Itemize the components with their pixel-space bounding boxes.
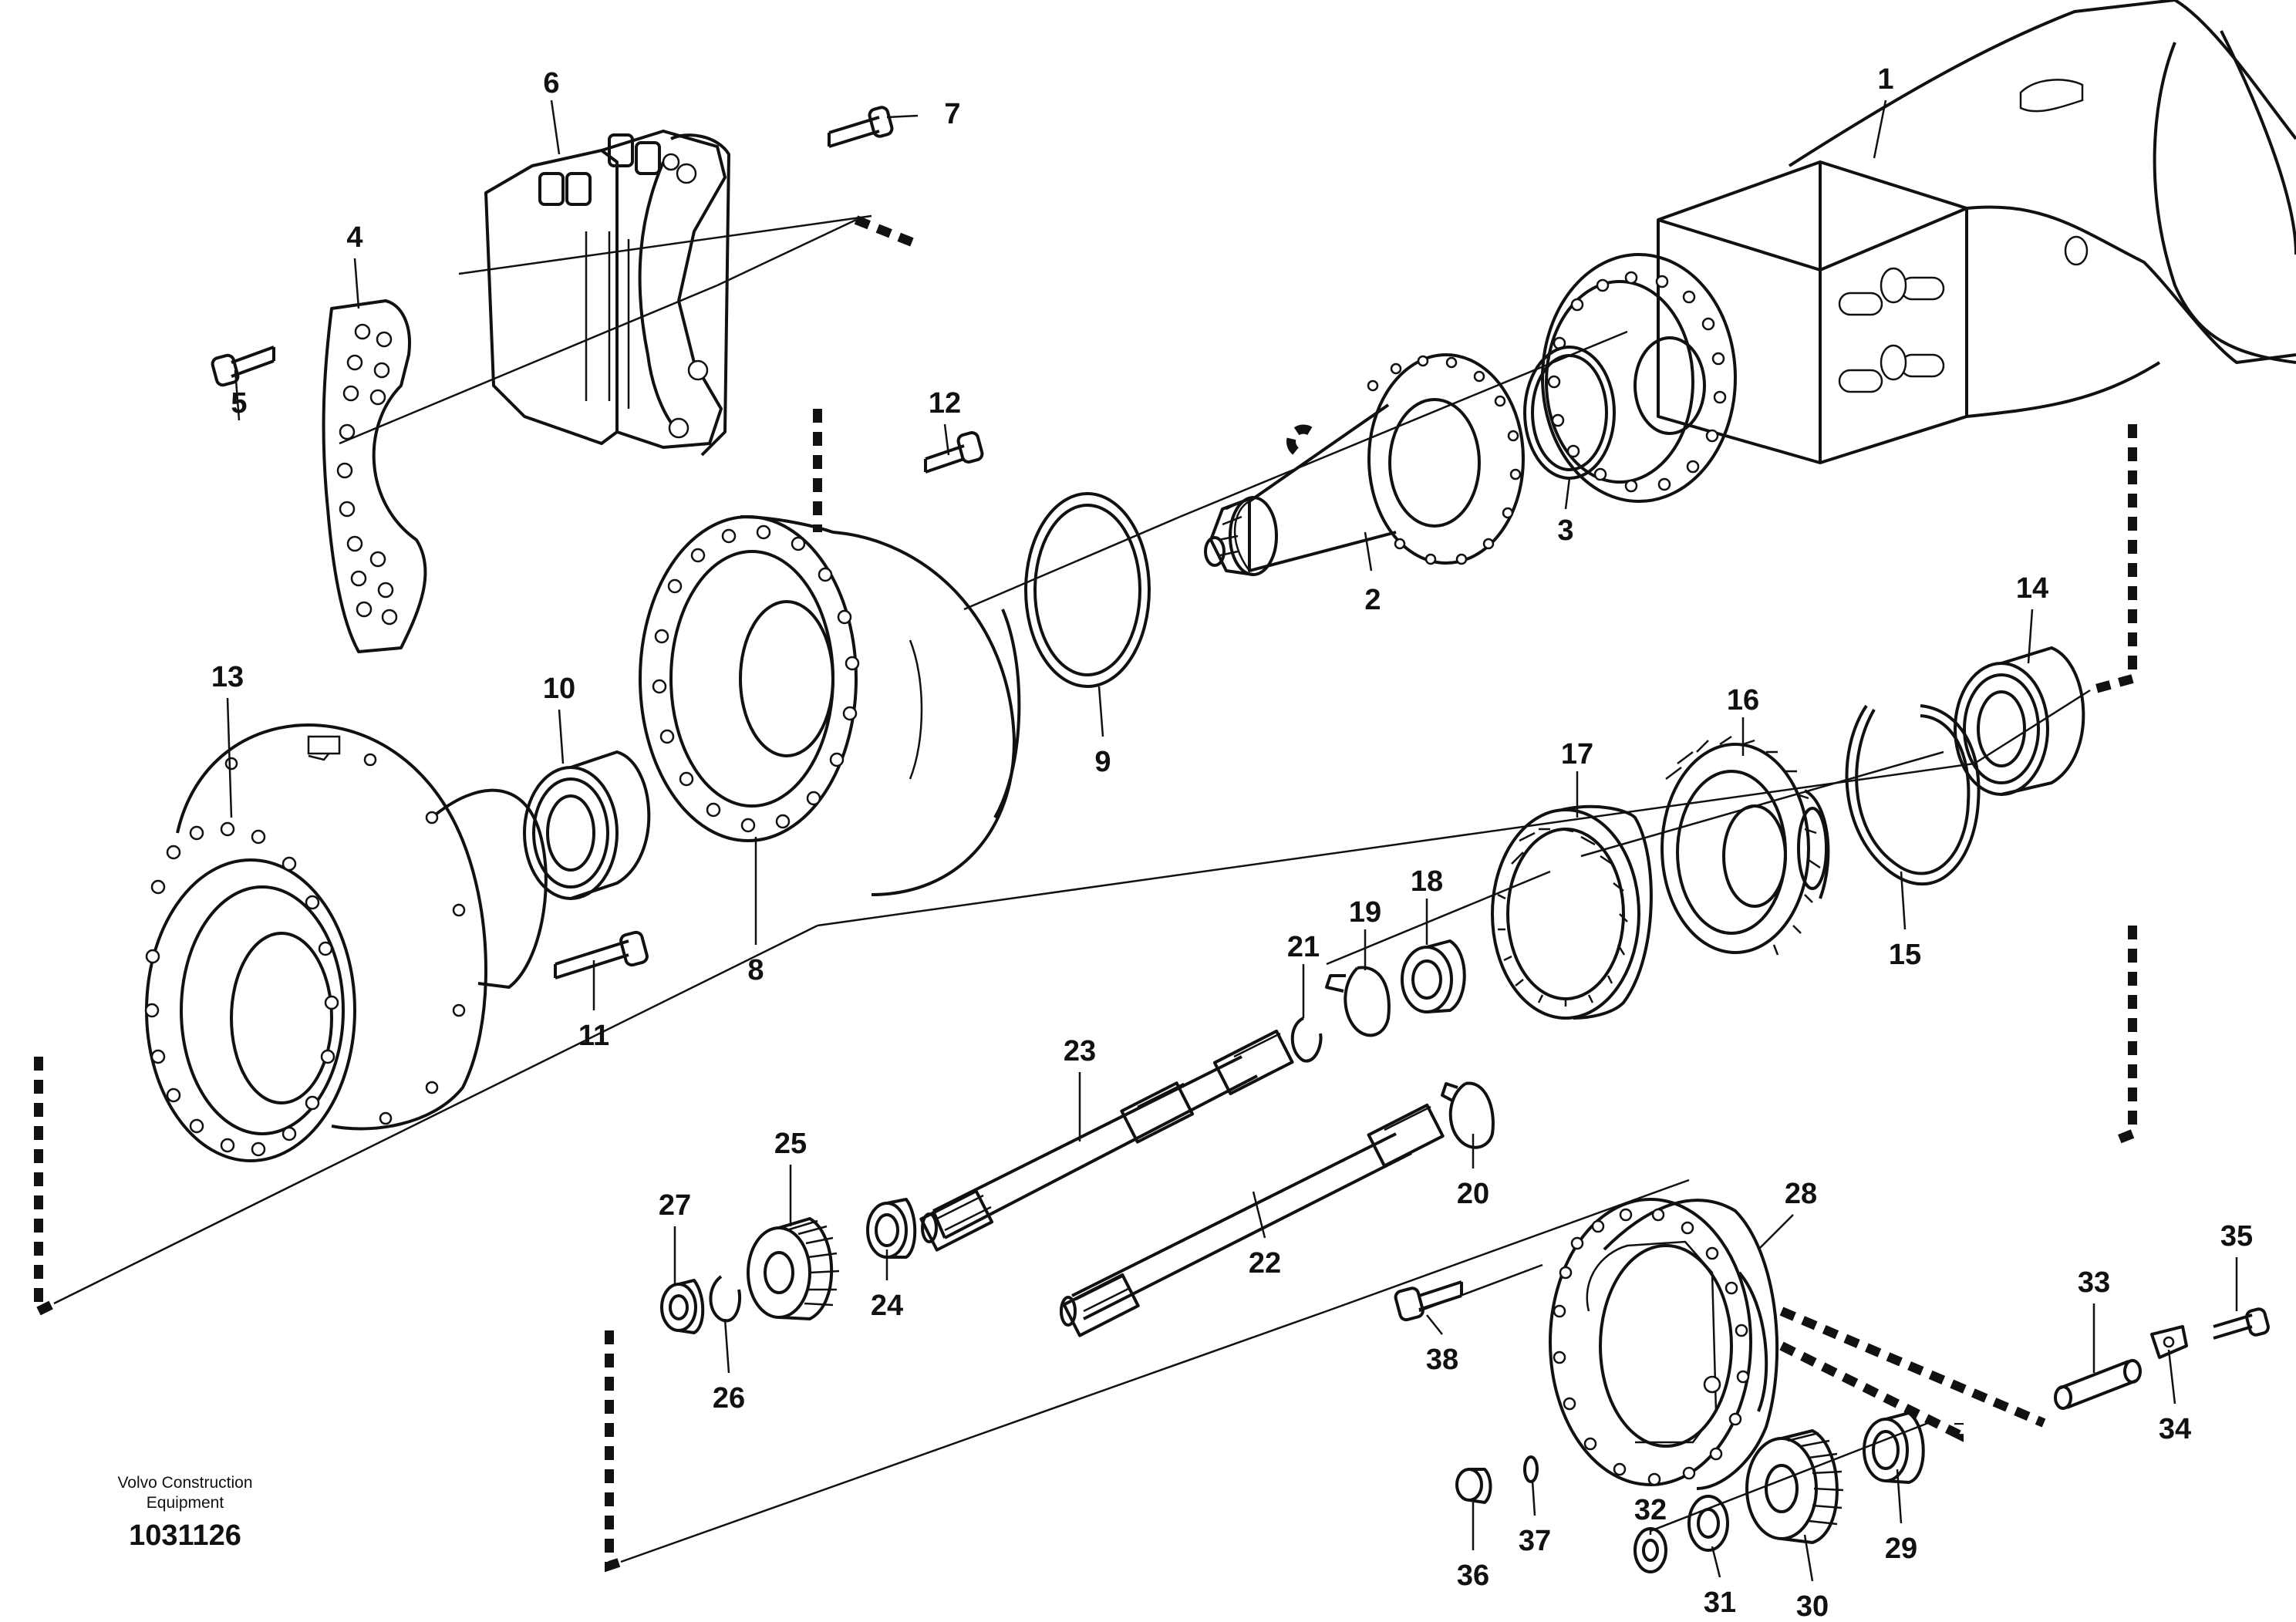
- callout-6: 6: [543, 67, 559, 99]
- callout-numbers: 1 2 3 4 5 6 7 8 9 10 11 12 13 14 15 16 1…: [211, 63, 2253, 1622]
- callout-30: 30: [1796, 1590, 1829, 1622]
- callout-38: 38: [1426, 1344, 1458, 1376]
- callout-3: 3: [1557, 514, 1573, 547]
- callout-19: 19: [1349, 896, 1381, 929]
- spindle-spline: [1204, 496, 1278, 576]
- document-number: 1031126: [129, 1519, 241, 1552]
- part-o-ring-3: [1523, 346, 1616, 480]
- part-circlip-26: [709, 1275, 741, 1323]
- part-bearing-10: [523, 750, 651, 900]
- callout-29: 29: [1885, 1533, 1917, 1565]
- part-spindle: [1204, 353, 1525, 576]
- part-shaft-23: [919, 1029, 1294, 1252]
- callout-11: 11: [578, 1020, 609, 1052]
- callout-2: 2: [1364, 584, 1381, 616]
- part-bolt-11: [554, 930, 649, 980]
- part-bolt-5: [211, 346, 275, 387]
- callout-12: 12: [929, 387, 961, 420]
- callout-18: 18: [1411, 865, 1443, 898]
- part-spacer-24: [866, 1198, 917, 1259]
- part-bearing-14: [1954, 646, 2085, 796]
- part-brake-disc: [639, 515, 1021, 896]
- callout-leaders: [226, 99, 2238, 1582]
- part-wheel-hub: [144, 723, 548, 1162]
- part-seal-ring-9: [1024, 492, 1151, 688]
- callout-22: 22: [1249, 1247, 1281, 1280]
- callout-32: 32: [1634, 1494, 1667, 1526]
- part-plug-36: [1455, 1468, 1492, 1504]
- callout-5: 5: [231, 387, 247, 420]
- callout-14: 14: [2016, 572, 2048, 605]
- part-lock-ring-19: [1325, 966, 1391, 1037]
- callout-21: 21: [1287, 931, 1320, 963]
- part-bracket-plate: [322, 299, 427, 653]
- part-planet-housing: [1549, 1198, 1779, 1490]
- part-bolt-7: [828, 106, 894, 148]
- callout-7: 7: [944, 98, 960, 130]
- part-shaft-22: [1060, 1103, 1445, 1337]
- callout-20: 20: [1457, 1178, 1489, 1210]
- callout-36: 36: [1457, 1560, 1489, 1592]
- callout-1: 1: [1877, 63, 1893, 96]
- part-bolt-12: [924, 431, 984, 474]
- part-bolt-38: [1394, 1280, 1463, 1322]
- assembly-guide-lines: [34, 215, 2137, 1573]
- callout-27: 27: [659, 1189, 691, 1222]
- part-brake-caliper: [484, 130, 730, 457]
- callout-4: 4: [346, 221, 362, 254]
- part-bushing-18: [1401, 939, 1466, 1013]
- callout-23: 23: [1064, 1035, 1096, 1067]
- part-planet-carrier: [1660, 735, 1830, 956]
- part-pin-33: [2054, 1359, 2142, 1410]
- callout-9: 9: [1094, 746, 1111, 778]
- part-circlip-21: [1290, 1017, 1323, 1063]
- part-needle-bearing-29: [1863, 1411, 1925, 1484]
- part-ring-gear: [1491, 804, 1653, 1020]
- part-snap-ring-15: [1845, 704, 1981, 886]
- axis-lines: [53, 214, 2091, 1563]
- publisher-block: Volvo Construction Equipment 1031126: [85, 1473, 285, 1553]
- callout-25: 25: [774, 1128, 807, 1160]
- part-bolt-35: [2213, 1307, 2270, 1340]
- callout-31: 31: [1704, 1587, 1736, 1619]
- callout-10: 10: [543, 673, 575, 705]
- callout-15: 15: [1889, 939, 1921, 971]
- part-sun-gear: [747, 1217, 840, 1320]
- callout-33: 33: [2078, 1266, 2110, 1299]
- callout-24: 24: [871, 1290, 903, 1322]
- callout-16: 16: [1727, 684, 1759, 717]
- publisher-name: Volvo Construction Equipment: [117, 1474, 253, 1512]
- part-lock-ring-20: [1441, 1081, 1495, 1149]
- part-washer-27: [660, 1279, 705, 1334]
- part-seal-37: [1523, 1455, 1539, 1483]
- part-thrust-washer-32: [1633, 1527, 1667, 1573]
- callout-35: 35: [2220, 1220, 2253, 1253]
- callout-28: 28: [1785, 1178, 1817, 1210]
- part-axle-housing: [1541, 0, 2296, 503]
- callout-26: 26: [713, 1382, 745, 1415]
- callout-17: 17: [1561, 738, 1593, 771]
- callout-13: 13: [211, 661, 244, 693]
- part-thrust-washer-31: [1687, 1495, 1729, 1552]
- callout-34: 34: [2159, 1413, 2191, 1445]
- callout-8: 8: [747, 954, 764, 986]
- callout-37: 37: [1519, 1525, 1551, 1557]
- part-planet-gear: [1745, 1429, 1844, 1544]
- part-lock-plate-34: [2150, 1325, 2188, 1359]
